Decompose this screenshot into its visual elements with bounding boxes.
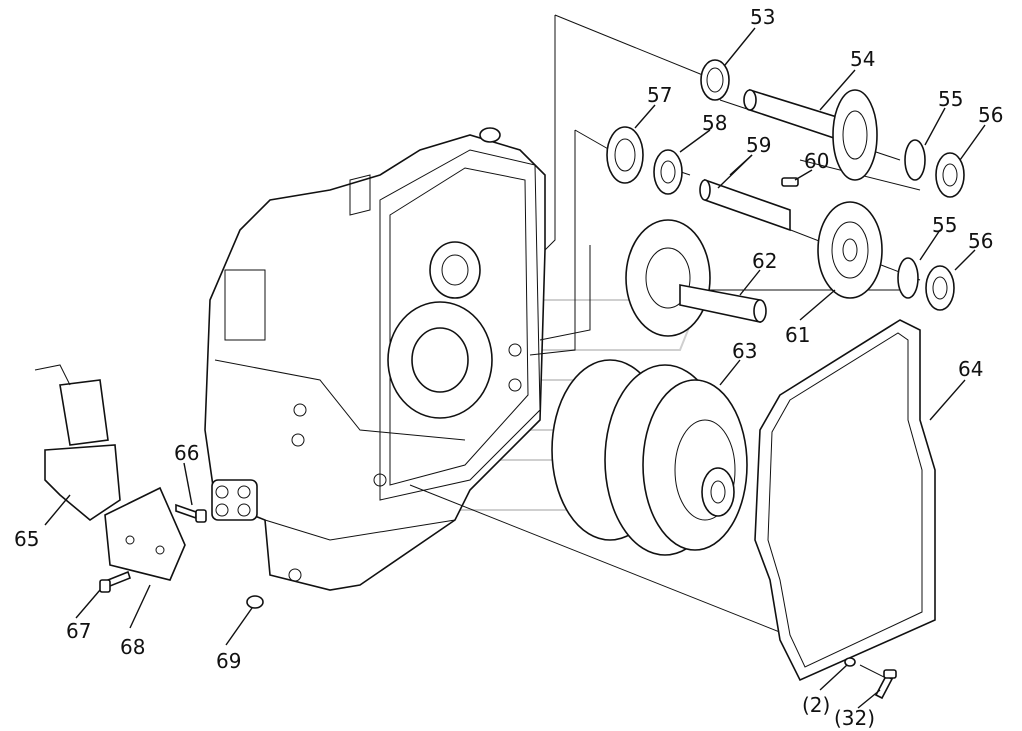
part-59-shaft [699,178,791,232]
callout-65: 65 [14,527,39,551]
callout-68: 68 [120,635,145,659]
leader-lines [44,27,986,709]
callout-62: 62 [752,249,777,273]
callout-55-bottom: 55 [932,213,957,237]
callout-66: 66 [174,441,199,465]
part-55-snap-rings [897,139,926,299]
part-58-bearing [653,149,683,195]
part-57-seal [606,126,644,184]
part-66-bolt [175,503,207,523]
part-62-gear-shaft [625,219,767,337]
callout-32: (32) [834,706,875,730]
part-68-plate [104,486,186,581]
part-67-bolt [99,570,131,593]
callout-67: 67 [66,619,91,643]
part-washer [844,657,856,667]
callout-60: 60 [804,149,829,173]
callout-61: 61 [785,323,810,347]
callout-2: (2) [802,693,830,717]
part-63-clutch-assembly [551,359,748,556]
callout-63: 63 [732,339,757,363]
callout-53: 53 [750,5,775,29]
part-65-bracket [34,364,121,521]
callout-64: 64 [958,357,983,381]
callout-54: 54 [850,47,875,71]
part-61-gear [817,201,883,299]
callout-56-top: 56 [978,103,1003,127]
callout-56-bottom: 56 [968,229,993,253]
callout-69: 69 [216,649,241,673]
callout-55-top: 55 [938,87,963,111]
callout-59: 59 [746,133,771,157]
part-60-key [781,177,799,187]
part-54-shaft-gear [743,88,878,181]
part-64-gasket [754,319,936,682]
transmission-housing [204,127,546,591]
part-gasket-bolt [874,669,897,700]
callout-labels: 53 54 55 56 57 58 59 60 55 56 62 61 63 6… [14,5,1003,730]
callout-58: 58 [702,111,727,135]
part-56-bearings [925,152,965,311]
part-53-seal [700,59,730,101]
callout-57: 57 [647,83,672,107]
part-69-plug [246,595,264,609]
